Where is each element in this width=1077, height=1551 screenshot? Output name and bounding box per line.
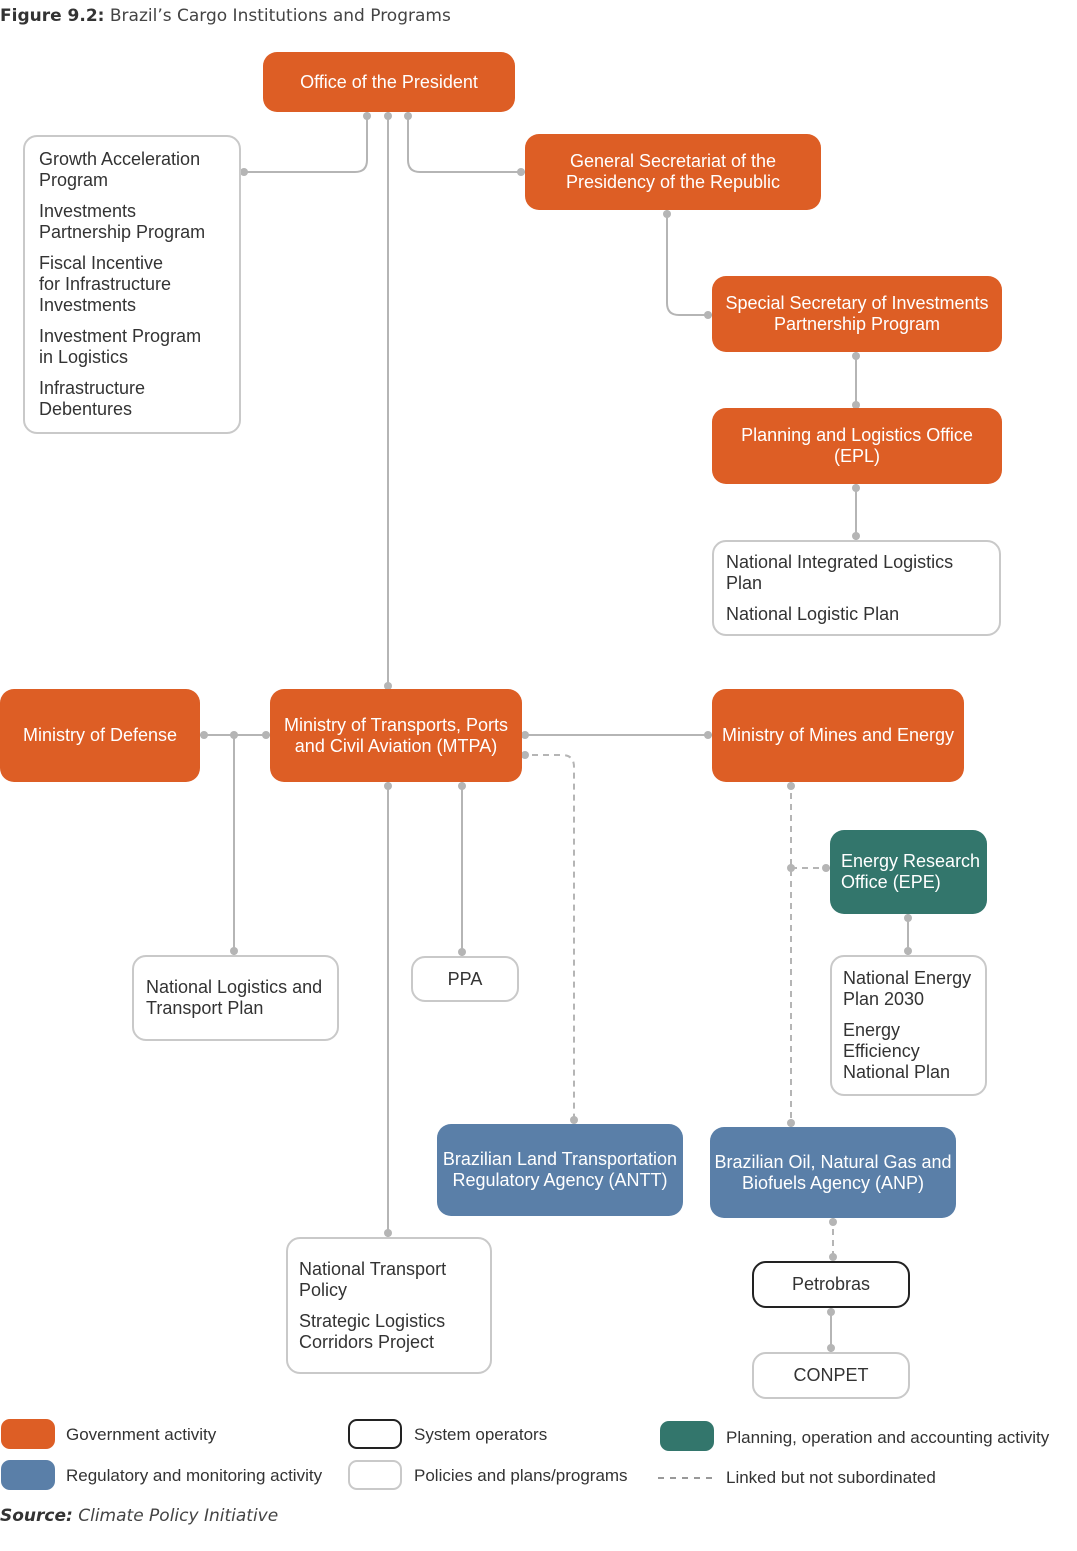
node-label: PPA	[447, 968, 483, 989]
node-label: Ministry of Mines and Energy	[721, 725, 955, 745]
node-label-line-2: Partnership Program	[773, 314, 941, 334]
source-label: Source:	[0, 1506, 73, 1526]
list-item: Infrastructure Debentures	[39, 378, 146, 419]
special-secretary-investments-node: Special Secretary of Investments Partner…	[712, 276, 1002, 352]
legend-label-linked: Linked but not subordinated	[726, 1468, 936, 1487]
source-text: Climate Policy Initiative	[78, 1506, 279, 1526]
defense-plans-list: National Logistics and Transport Plan	[132, 955, 339, 1041]
legend-label-policies: Policies and plans/programs	[414, 1466, 628, 1485]
list-item: National Logistics and Transport Plan	[146, 977, 323, 1018]
mtpa-policies-list: National Transport Policy Strategic Logi…	[286, 1237, 492, 1374]
ministry-of-mines-and-energy-node: Ministry of Mines and Energy	[712, 689, 964, 782]
ppa-node: PPA	[411, 956, 519, 1002]
president-programs-list: Growth Acceleration Program Investments …	[23, 135, 241, 434]
figure-title: Brazil’s Cargo Institutions and Programs	[109, 6, 451, 26]
node-label-line-1: General Secretariat of the	[569, 151, 777, 171]
legend-swatch-policies	[348, 1460, 402, 1490]
list-item: Energy Efficiency National Plan	[843, 1020, 951, 1082]
office-of-the-president-node: Office of the President	[263, 52, 515, 112]
list-item: National Transport Policy	[299, 1258, 447, 1300]
list-item: Investments Partnership Program	[39, 201, 206, 242]
ministry-of-defense-node: Ministry of Defense	[0, 689, 200, 782]
list-item: National Energy Plan 2030	[843, 968, 972, 1009]
conpet-node: CONPET	[752, 1352, 910, 1399]
node-label-line-1: Brazilian Land Transportation	[442, 1149, 678, 1169]
anp-node: Brazilian Oil, Natural Gas and Biofuels …	[710, 1127, 956, 1218]
node-label-line-2: Biofuels Agency (ANP)	[741, 1172, 925, 1193]
node-label-line-1: Brazilian Oil, Natural Gas and	[714, 1151, 952, 1172]
epe-plans-list: National Energy Plan 2030 Energy Efficie…	[830, 955, 987, 1096]
figure-caption: Figure 9.2: Brazil’s Cargo Institutions …	[0, 6, 451, 26]
epe-node: Energy Research Office (EPE)	[830, 830, 987, 914]
node-label-line-2: and Civil Aviation (MTPA)	[294, 735, 498, 756]
node-label-line-1: Ministry of Transports, Ports	[283, 714, 509, 735]
general-secretariat-node: General Secretariat of the Presidency of…	[525, 134, 821, 210]
node-label: CONPET	[793, 1365, 869, 1385]
legend-swatch-planning	[660, 1421, 714, 1451]
legend-swatch-government	[1, 1419, 55, 1449]
node-label-line-2: Regulatory Agency (ANTT)	[452, 1170, 668, 1190]
legend-label-government: Government activity	[66, 1425, 217, 1444]
node-label-line-2: (EPL)	[833, 446, 880, 466]
node-label: Ministry of Defense	[22, 725, 178, 745]
list-item: Growth Acceleration Program	[39, 149, 201, 190]
node-label: Petrobras	[791, 1274, 871, 1294]
legend-label-planning: Planning, operation and accounting activ…	[726, 1428, 1050, 1447]
node-label-line-2: Presidency of the Republic	[565, 172, 781, 192]
node-label-line-1: Planning and Logistics Office	[741, 425, 973, 445]
source-note: Source: Climate Policy Initiative	[0, 1506, 278, 1526]
list-item: National Logistic Plan	[726, 603, 900, 624]
list-item: Strategic Logistics Corridors Project	[299, 1310, 446, 1352]
node-label: Office of the President	[300, 71, 478, 92]
node-label-line-1: Energy Research	[841, 851, 981, 871]
node-label-line-1: Special Secretary of Investments	[725, 293, 989, 313]
epl-node: Planning and Logistics Office (EPL)	[712, 408, 1002, 484]
legend-dashed-line	[658, 1477, 716, 1479]
mtpa-node: Ministry of Transports, Ports and Civil …	[270, 689, 522, 782]
legend-swatch-regulatory	[1, 1460, 55, 1490]
legend-label-system: System operators	[414, 1425, 548, 1444]
legend-swatch-system	[348, 1419, 402, 1449]
legend-label-regulatory: Regulatory and monitoring activity	[66, 1466, 323, 1485]
antt-node: Brazilian Land Transportation Regulatory…	[437, 1124, 683, 1216]
list-item: Investment Program in Logistics	[39, 326, 202, 367]
epl-plans-list: National Integrated Logistics Plan Natio…	[712, 540, 1001, 636]
petrobras-node: Petrobras	[752, 1261, 910, 1308]
list-item: National Integrated Logistics Plan	[726, 551, 954, 593]
list-item: Fiscal Incentive for Infrastructure Inve…	[39, 253, 172, 315]
figure-label: Figure 9.2:	[0, 6, 105, 26]
node-label-line-2: Office (EPE)	[841, 872, 941, 892]
